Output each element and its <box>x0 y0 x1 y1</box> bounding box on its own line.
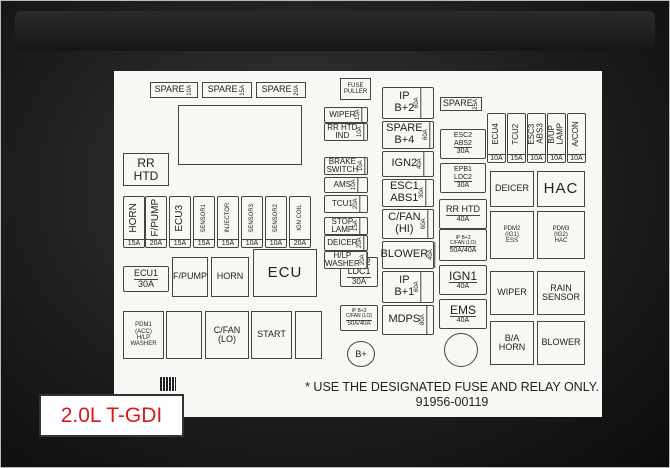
fuse-puller: FUSE PULLER <box>340 78 371 100</box>
blank-slot <box>166 311 202 359</box>
bolt-terminal <box>444 333 478 367</box>
pdm3-relay: PDM3 (IG2) HAC <box>537 211 585 259</box>
blank-slot <box>178 105 302 165</box>
fuse-4: C/FAN (HI)60A <box>382 209 434 239</box>
spare-fuse-15a: SPARE 15A <box>202 82 252 98</box>
wiper-relay: WIPER <box>490 271 534 315</box>
start-relay: START <box>251 311 292 359</box>
fuse-layout-label: SPARE 10A SPARE 15A SPARE 20A FUSE PULLE… <box>114 71 602 417</box>
blank-slot <box>295 311 322 359</box>
ipb3-fuse: IP B+3 C/FAN (LO)50A/40A <box>439 229 487 261</box>
ipb3-fuse-small: IP B+3 C/FAN (LO)50A/40A <box>340 305 378 331</box>
usage-note: * USE THE DESIGNATED FUSE AND RELAY ONLY… <box>305 380 599 409</box>
fpump-relay: F/PUMP <box>172 257 208 297</box>
spare-fuse-10a: SPARE 10A <box>150 82 198 98</box>
spare-fuse-20a: SPARE 20A <box>256 82 306 98</box>
deicer-relay: DEICER <box>490 171 534 207</box>
horn-relay: HORN <box>211 257 249 297</box>
blower-relay: BLOWER <box>537 321 585 365</box>
pdm1-relay: PDM1 (ACC) H/LP WASHER <box>123 311 164 359</box>
ba-horn-relay: B/A HORN <box>490 321 534 365</box>
engine-badge: 2.0L T-GDI <box>39 394 184 437</box>
pdm2-relay: PDM2 (IG1) ESS <box>490 211 534 259</box>
ecu-relay: ECU <box>253 249 317 297</box>
hac-relay: HAC <box>537 171 585 207</box>
qr-code <box>160 377 176 391</box>
b-plus-terminal: B+ <box>347 341 375 367</box>
cfan-lo-relay: C/FAN (LO) <box>205 311 249 359</box>
rain-sensor-relay: RAIN SENSOR <box>537 271 585 315</box>
rr-htd-relay: RR HTD <box>123 153 169 186</box>
